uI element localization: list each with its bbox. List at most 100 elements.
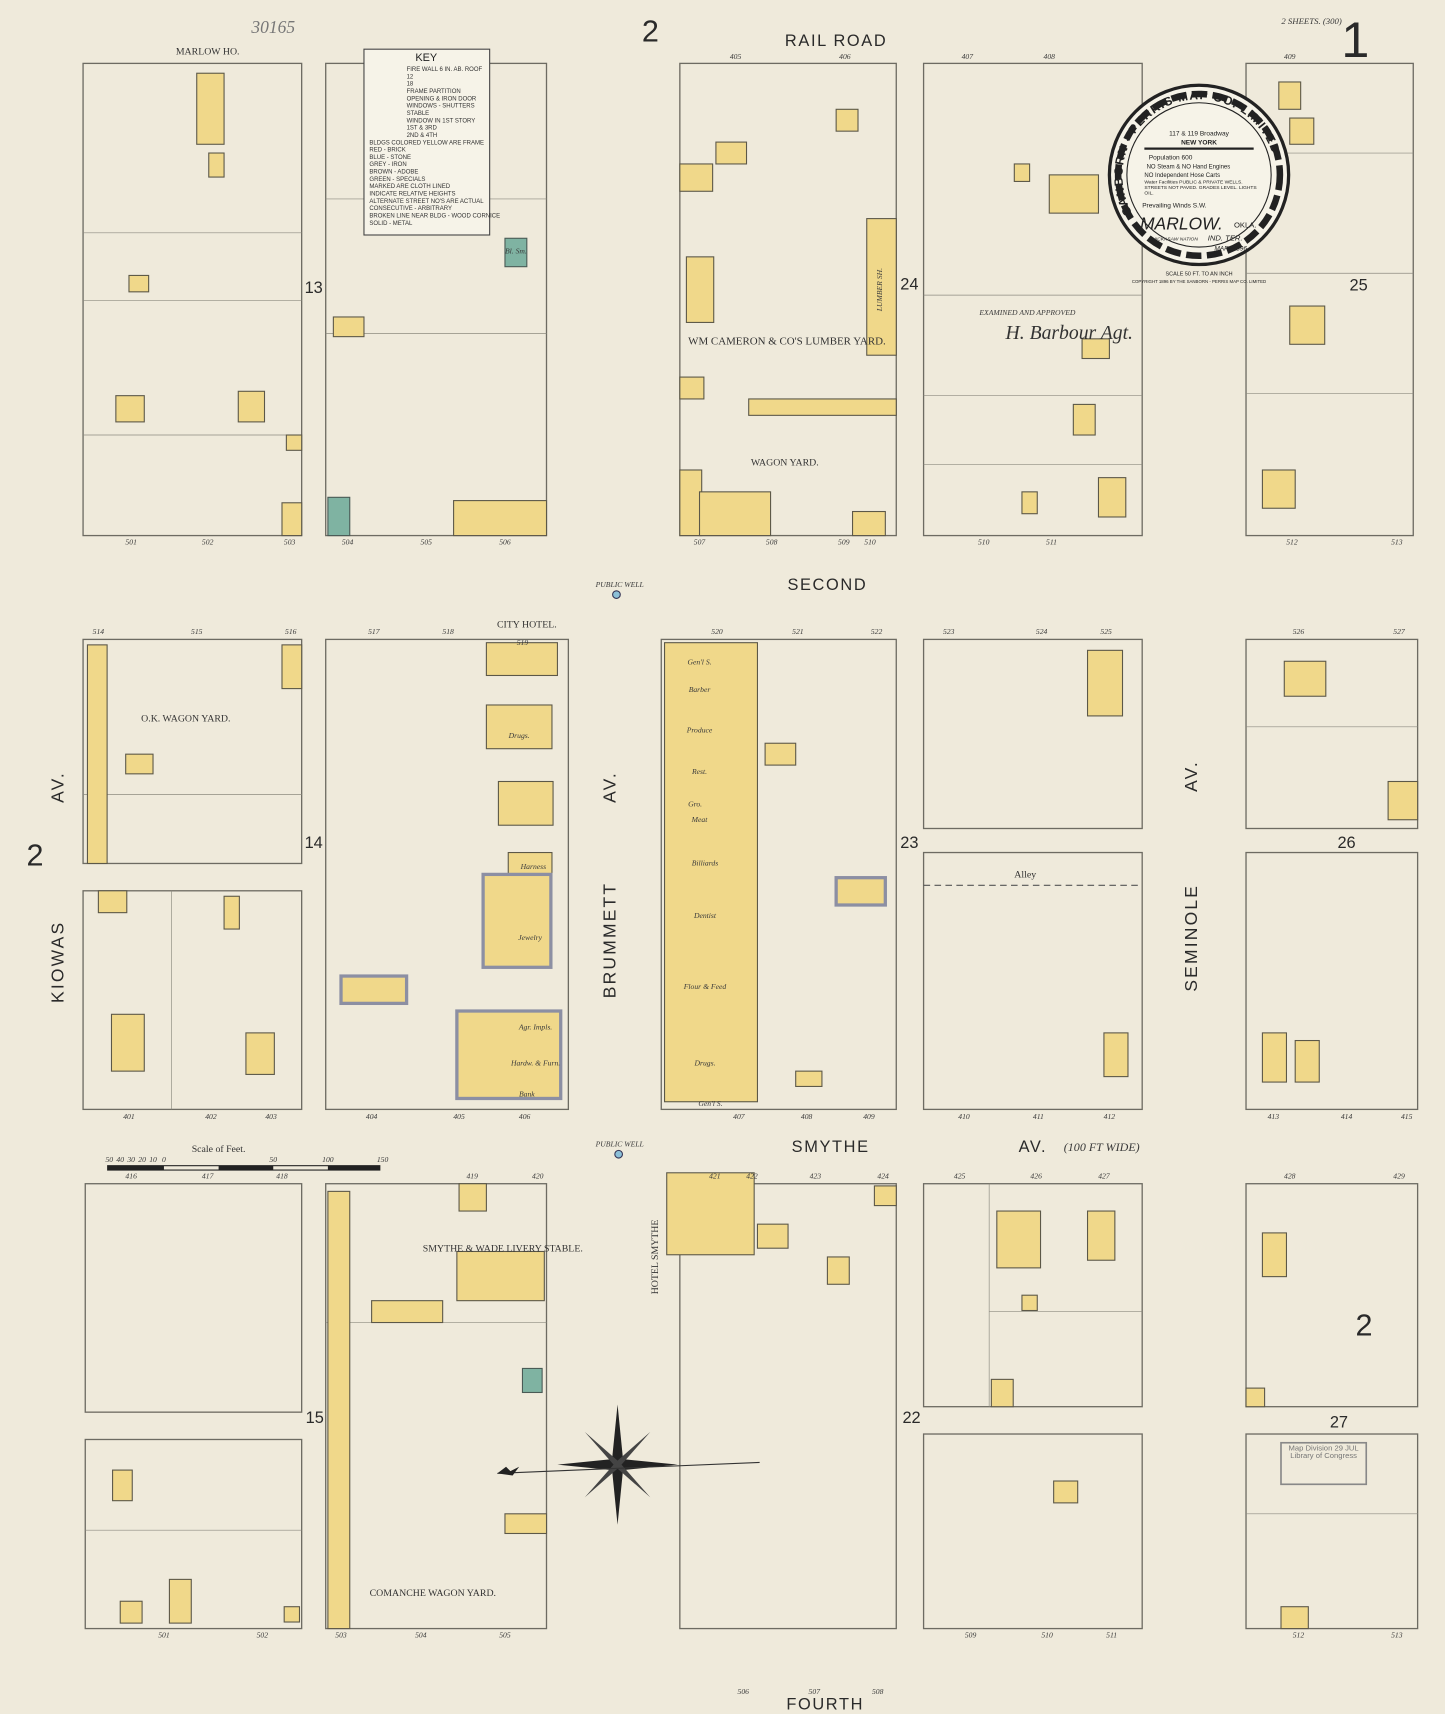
svg-text:503: 503 — [284, 537, 296, 546]
key-item: GREEN - SPECIALS — [369, 177, 425, 183]
svg-text:510: 510 — [978, 537, 990, 546]
scale-tick-label: 50 — [269, 1155, 277, 1164]
label-comanche-wagon-yard: COMANCHE WAGON YARD. — [370, 1588, 496, 1599]
svg-text:MAR. 1896.: MAR. 1896. — [1214, 245, 1249, 252]
svg-text:417: 417 — [202, 1171, 215, 1180]
svg-text:517: 517 — [368, 627, 381, 636]
svg-text:425: 425 — [954, 1171, 966, 1180]
label-dentist: Dentist — [693, 911, 717, 920]
svg-text:526: 526 — [1293, 627, 1305, 636]
svg-text:511: 511 — [1106, 1630, 1117, 1639]
svg-text:523: 523 — [943, 627, 955, 636]
svg-text:510: 510 — [1041, 1630, 1053, 1639]
key-item: 1ST & 3RD — [407, 126, 438, 132]
svg-text:IND. TER.: IND. TER. — [1208, 233, 1243, 242]
svg-text:404: 404 — [366, 1112, 378, 1121]
svg-text:507: 507 — [809, 1687, 822, 1696]
label-lumber-shed: LUMBER SH. — [875, 268, 884, 312]
sheet-number: 1 — [1341, 11, 1369, 68]
svg-text:423: 423 — [810, 1171, 822, 1180]
svg-text:515: 515 — [191, 627, 203, 636]
svg-text:508: 508 — [872, 1687, 884, 1696]
block-number: 26 — [1337, 834, 1355, 852]
svg-text:COPYRIGHT 1896 BY THE SANBORN: COPYRIGHT 1896 BY THE SANBORN - PERRIS M… — [1132, 279, 1266, 284]
scale-tick-label: 50 — [105, 1155, 113, 1164]
svg-text:NO Steam & NO Hand Engines: NO Steam & NO Hand Engines — [1147, 164, 1231, 170]
street-seminole-av: AV. — [1181, 760, 1201, 792]
svg-text:405: 405 — [453, 1112, 465, 1121]
svg-text:418: 418 — [276, 1171, 288, 1180]
svg-text:524: 524 — [1036, 627, 1048, 636]
street-smythe: SMYTHE — [792, 1138, 870, 1156]
key-item: 18 — [407, 82, 414, 88]
well-icon — [614, 1149, 624, 1159]
svg-text:428: 428 — [1284, 1171, 1296, 1180]
svg-text:403: 403 — [265, 1112, 277, 1121]
svg-text:501: 501 — [125, 537, 136, 546]
agent-signature: H. Barbour Agt. — [1005, 322, 1133, 344]
label-blacksmith: Bl. Sm. — [505, 247, 527, 256]
svg-text:521: 521 — [792, 627, 803, 636]
label-marlow-house: MARLOW HO. — [176, 47, 240, 58]
svg-text:415: 415 — [1401, 1112, 1413, 1121]
well-icon — [612, 590, 621, 599]
key-item: CONSECUTIVE - ARBITRARY — [369, 206, 452, 212]
svg-text:NEW YORK: NEW YORK — [1181, 139, 1217, 146]
label-alley: Alley — [1014, 870, 1036, 881]
street-smythe-av: AV. — [1019, 1138, 1048, 1156]
block-number: 14 — [305, 834, 323, 852]
label-examined: EXAMINED AND APPROVED — [978, 308, 1076, 317]
svg-text:508: 508 — [766, 537, 778, 546]
key-item: RED - BRICK — [369, 148, 405, 154]
library-stamp: Map Division 29 JUL Library of Congress — [1280, 1441, 1368, 1486]
label-harness: Harness — [520, 862, 546, 871]
svg-text:413: 413 — [1268, 1112, 1280, 1121]
svg-text:504: 504 — [342, 537, 354, 546]
label-public-well: PUBLIC WELL — [595, 1140, 644, 1149]
svg-text:505: 505 — [421, 537, 433, 546]
svg-text:502: 502 — [257, 1630, 269, 1639]
street-seminole: SEMINOLE — [1181, 884, 1201, 992]
svg-text:520: 520 — [711, 627, 723, 636]
svg-text:411: 411 — [1033, 1112, 1044, 1121]
street-smythe-width: (100 FT WIDE) — [1064, 1140, 1140, 1154]
key-item: 12 — [407, 74, 414, 80]
sheets-note: 2 SHEETS. (300) — [1281, 16, 1341, 26]
label-wagon-yard: WAGON YARD. — [751, 458, 819, 469]
svg-text:501: 501 — [158, 1630, 169, 1639]
key-item: SOLID - METAL — [369, 221, 413, 227]
svg-text:406: 406 — [839, 52, 851, 61]
label-agr-impls: Agr. Impls. — [518, 1023, 552, 1032]
label-bank: Bank — [519, 1089, 535, 1098]
block-number: 24 — [900, 276, 918, 294]
street-kiowas: KIOWAS — [47, 921, 67, 1003]
label-grocery: Gro. — [688, 800, 702, 809]
key-item: INDICATE RELATIVE HEIGHTS — [369, 192, 455, 198]
svg-text:514: 514 — [93, 627, 105, 636]
svg-text:409: 409 — [863, 1112, 875, 1121]
label-hardware: Hardw. & Furn. — [510, 1059, 560, 1068]
svg-text:MARLOW.: MARLOW. — [1140, 214, 1223, 234]
key-item: FIRE WALL 6 IN. AB. ROOF — [407, 67, 483, 73]
svg-text:416: 416 — [125, 1171, 137, 1180]
key-item: BROWN - ADOBE — [369, 170, 418, 176]
svg-text:527: 527 — [1393, 627, 1406, 636]
adjacent-sheet-left: 2 — [26, 839, 43, 873]
svg-text:117 & 119 Broadway: 117 & 119 Broadway — [1169, 131, 1230, 138]
scale-tick-label: 40 — [116, 1155, 124, 1164]
svg-text:513: 513 — [1391, 1630, 1403, 1639]
street-fourth: FOURTH — [786, 1695, 864, 1713]
svg-text:Scale of Feet.: Scale of Feet. — [192, 1144, 246, 1155]
svg-text:519: 519 — [517, 638, 529, 647]
svg-text:503: 503 — [335, 1630, 347, 1639]
block-number: 23 — [900, 834, 918, 852]
svg-text:401: 401 — [123, 1112, 134, 1121]
svg-text:SCALE 50 FT. TO AN INCH: SCALE 50 FT. TO AN INCH — [1165, 271, 1232, 277]
label-hotel-smythe: HOTEL SMYTHE — [650, 1220, 661, 1295]
svg-text:504: 504 — [415, 1630, 427, 1639]
svg-text:510: 510 — [864, 537, 876, 546]
buildings — [86, 72, 1419, 1630]
key-title: KEY — [415, 52, 438, 64]
svg-text:405: 405 — [730, 52, 742, 61]
